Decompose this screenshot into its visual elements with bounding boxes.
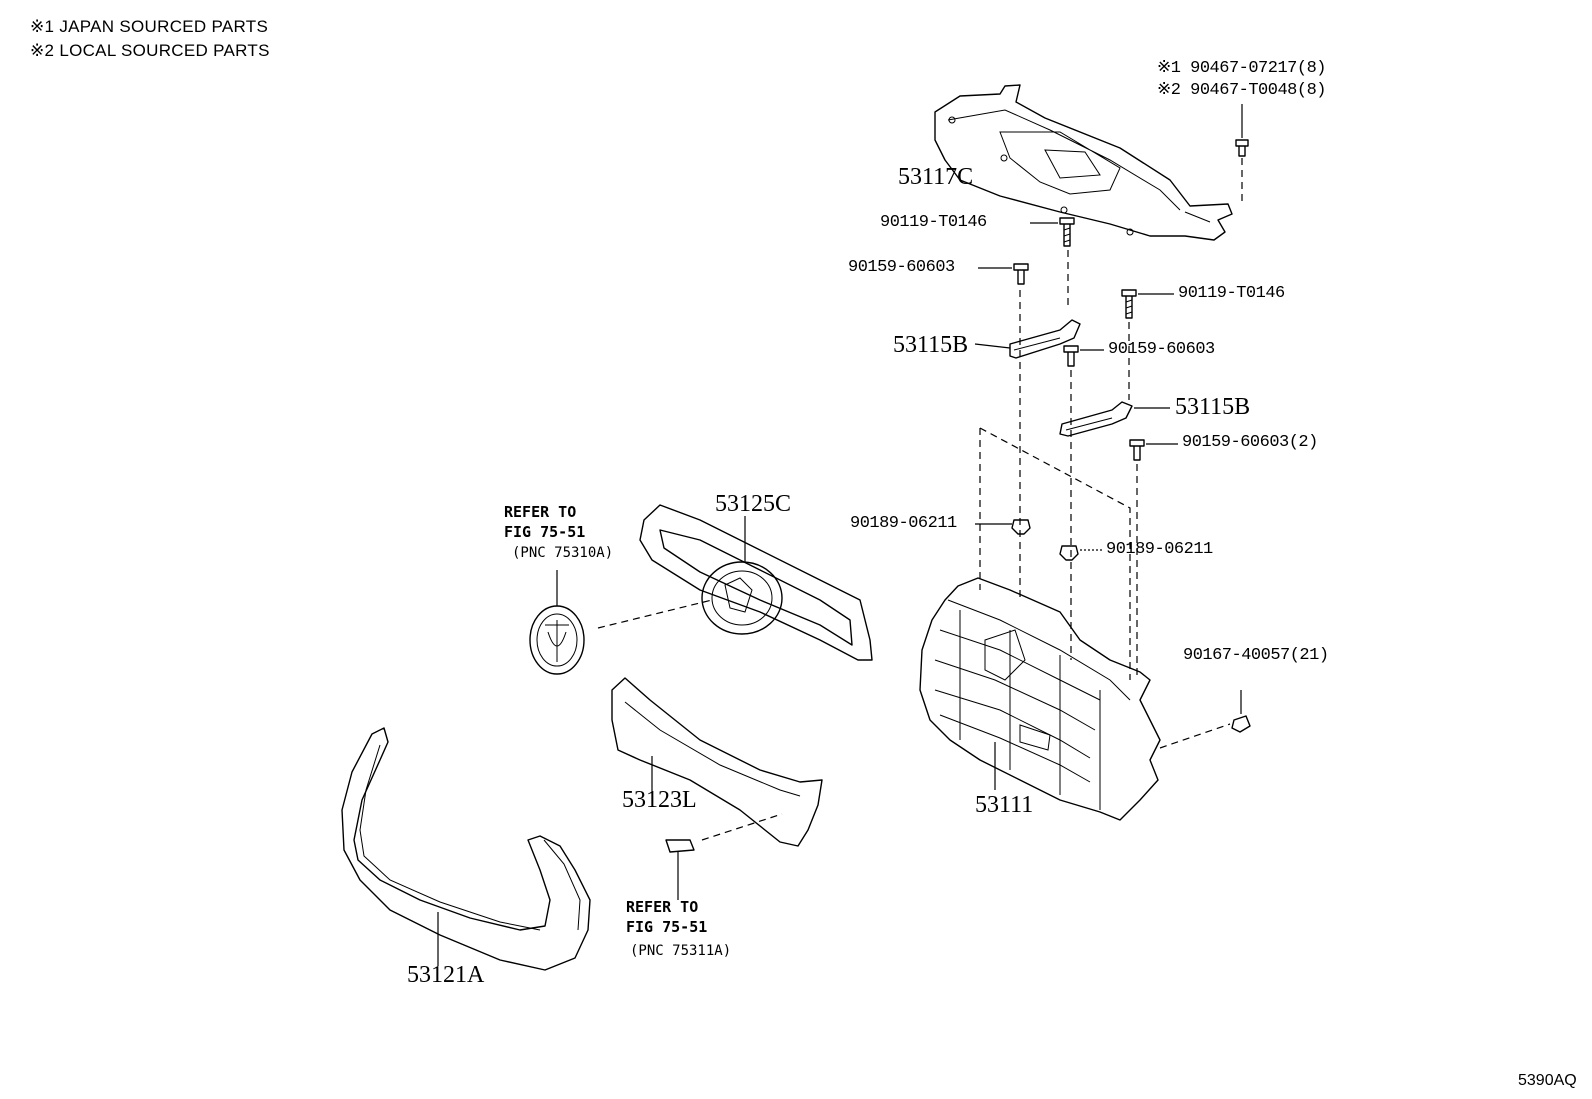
screw-icon xyxy=(1121,289,1174,400)
label-53117C: 53117C xyxy=(898,164,974,190)
label-53121A: 53121A xyxy=(407,962,485,988)
label-53115B-a: 53115B xyxy=(893,332,969,358)
label-90159-c: 90159-60603(2) xyxy=(1182,433,1318,452)
clip-icon xyxy=(1235,104,1249,206)
label-clip-local: ※2 90467-T0048(8) xyxy=(1157,81,1326,100)
ref-badge-line2: FIG 75-51 xyxy=(626,918,708,936)
grille-retainer-bracket-icon xyxy=(1059,401,1170,437)
label-90167: 90167-40057(21) xyxy=(1183,646,1329,665)
screw-icon xyxy=(1159,690,1251,749)
label-90189-a: 90189-06211 xyxy=(850,514,957,533)
clip-icon xyxy=(1059,545,1102,561)
label-53123L: 53123L xyxy=(622,787,697,813)
screw-icon xyxy=(1030,217,1075,310)
label-90159-b: 90159-60603 xyxy=(1108,340,1215,359)
figure-code: 5390AQ xyxy=(1518,1072,1577,1089)
label-90159-a: 90159-60603 xyxy=(848,258,955,277)
label-90189-b: 90189-06211 xyxy=(1106,540,1213,559)
label-90119-a: 90119-T0146 xyxy=(880,213,987,232)
grille-retainer-bracket-icon xyxy=(974,319,1081,359)
grille-ornament-icon xyxy=(597,504,873,661)
grille-molding-icon xyxy=(611,677,823,847)
screw-icon xyxy=(978,263,1029,600)
label-53111: 53111 xyxy=(975,792,1034,818)
ref-badge-line1: REFER TO xyxy=(626,898,699,916)
ref-emblem-line3: (PNC 75310A) xyxy=(512,545,614,561)
radiator-grille-icon xyxy=(919,577,1161,821)
grille-side-molding-icon xyxy=(341,727,591,971)
label-90119-b: 90119-T0146 xyxy=(1178,284,1285,303)
ref-emblem-line1: REFER TO xyxy=(504,503,577,521)
ref-badge-line3: (PNC 75311A) xyxy=(630,943,732,959)
label-clip-japan: ※1 90467-07217(8) xyxy=(1157,59,1326,78)
label-53125C: 53125C xyxy=(715,491,792,517)
screw-icon xyxy=(1129,439,1178,680)
note-local-sourced: ※2 LOCAL SOURCED PARTS xyxy=(30,41,270,60)
ref-emblem-line2: FIG 75-51 xyxy=(504,523,586,541)
label-53115B-b: 53115B xyxy=(1175,394,1251,420)
screw-icon xyxy=(1063,345,1104,660)
clip-icon xyxy=(975,519,1031,535)
badge-icon xyxy=(665,839,695,900)
note-japan-sourced: ※1 JAPAN SOURCED PARTS xyxy=(30,17,269,36)
upper-radiator-support-cover-icon xyxy=(934,84,1233,241)
emblem-icon xyxy=(529,570,585,675)
